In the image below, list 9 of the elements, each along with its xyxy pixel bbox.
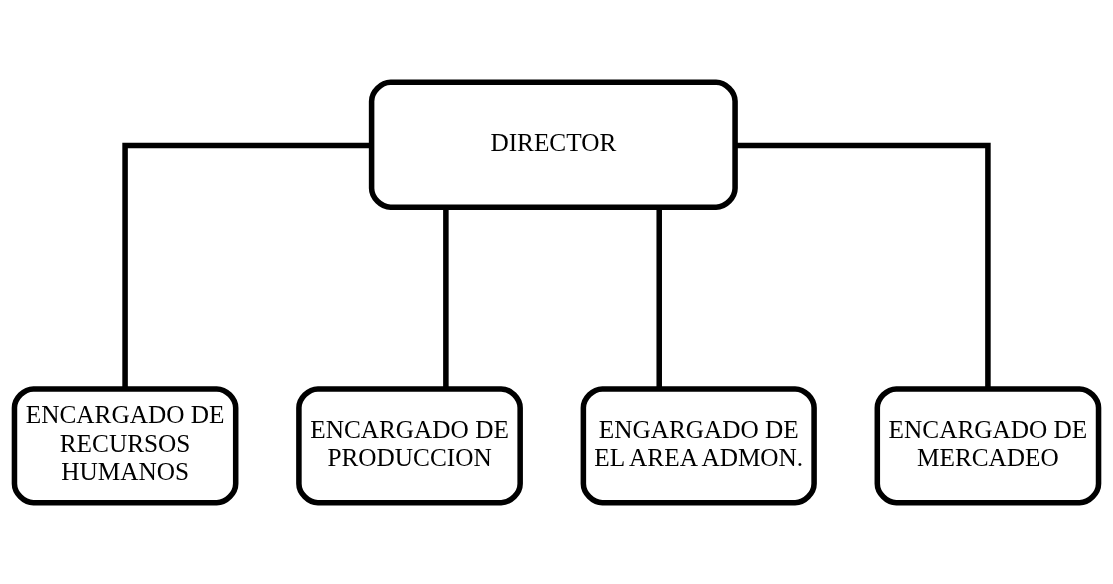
node-box: ENCARGADO DE MERCADEO bbox=[874, 385, 1102, 505]
connector bbox=[443, 207, 449, 389]
node-box: DIRECTOR bbox=[368, 79, 738, 210]
connector bbox=[735, 142, 991, 389]
connector bbox=[122, 142, 372, 389]
node-box: ENCARGADO DE PRODUCCION bbox=[296, 385, 523, 505]
node-box: ENGARGADO DE EL AREA ADMON. bbox=[580, 385, 817, 505]
node-box: ENCARGADO DE RECURSOS HUMANOS bbox=[11, 385, 239, 505]
connector bbox=[656, 207, 662, 389]
